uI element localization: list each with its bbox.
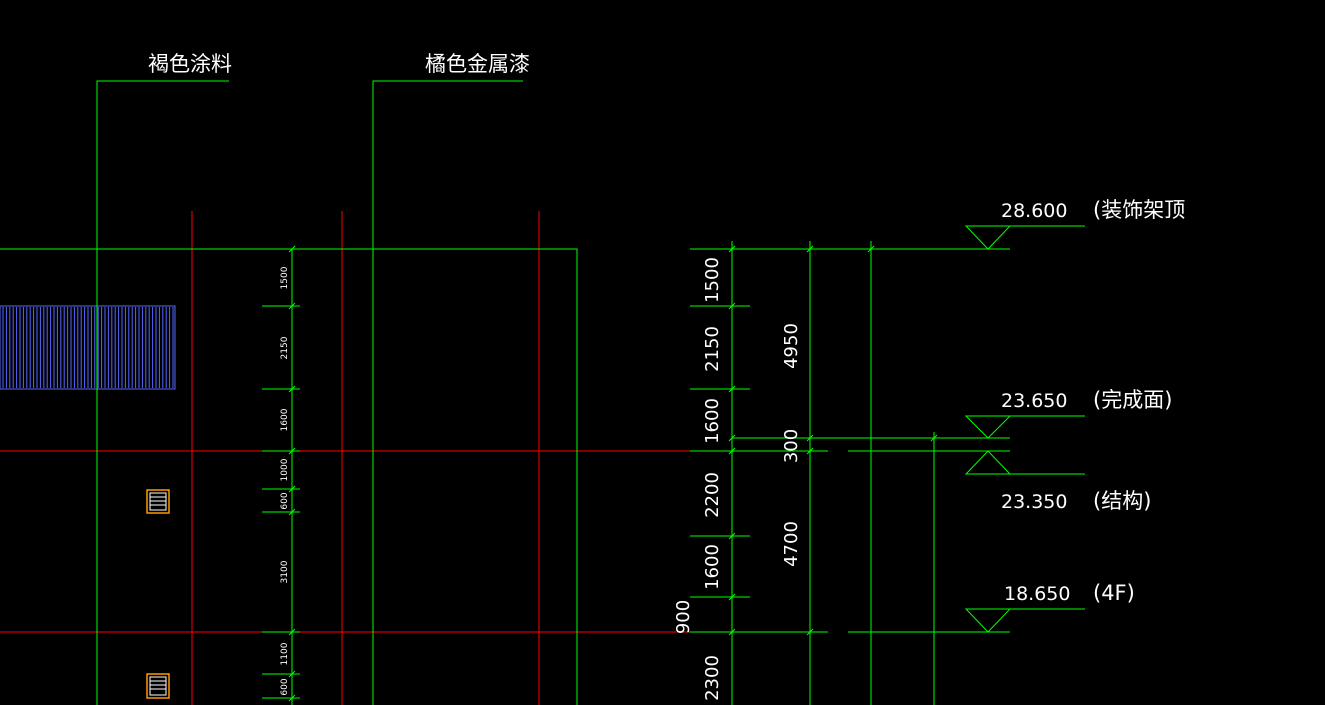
hatch-border — [0, 305, 176, 390]
elevation-marker-4f: 18.650 (4F) — [964, 581, 1135, 633]
total-dim-text: 4700 — [781, 521, 802, 567]
large-dim-text: 2300 — [702, 655, 723, 701]
elevation-marker-finish: 23.650 (完成面) — [964, 388, 1172, 439]
small-dim-text: 600 — [280, 678, 290, 695]
large-dimension-chain: 1500 2150 1600 2200 1600 2300 900 — [673, 241, 1010, 705]
dimension-tick — [728, 447, 736, 455]
leader-brown-paint — [96, 80, 229, 705]
large-dim-text: 2150 — [702, 326, 723, 372]
parapet-outline — [0, 248, 578, 705]
elevation-label: (装饰架顶 — [1093, 198, 1185, 222]
small-dim-text: 2150 — [280, 336, 290, 359]
small-dim-text: 1000 — [280, 458, 290, 481]
small-dim-text: 1600 — [280, 408, 290, 431]
dimension-ticks — [288, 245, 938, 702]
large-dim-text: 1600 — [702, 544, 723, 590]
dimension-tick — [288, 485, 296, 493]
large-dim-text: 2200 — [702, 472, 723, 518]
dimension-tick — [288, 245, 296, 253]
outline-lines — [0, 80, 578, 705]
total-dim-text: 4950 — [781, 323, 802, 369]
elevation-triangle-icon — [964, 450, 1012, 475]
elevation-triangle-icon — [964, 225, 1012, 250]
dimension-tick — [728, 593, 736, 601]
elevation-marker-structure: 23.350 (结构) — [964, 450, 1151, 513]
window-icon — [146, 673, 170, 699]
elevation-label: (完成面) — [1093, 388, 1172, 412]
large-dim-text: 1600 — [702, 398, 723, 444]
small-dim-text: 1500 — [280, 266, 290, 289]
dimension-tick — [806, 245, 814, 253]
dimension-tick — [288, 628, 296, 636]
elevation-marker-top: 28.600 (装饰架顶 — [964, 198, 1185, 250]
dimension-tick — [288, 302, 296, 310]
side-dim-text: 900 — [673, 600, 694, 634]
elevation-triangle-icon — [964, 608, 1012, 633]
small-dimension-chain: 1500 2150 1600 1000 600 3100 1100 600 — [262, 248, 300, 705]
total-dim-text: 300 — [781, 429, 802, 463]
elevation-label: (结构) — [1093, 489, 1151, 513]
dimension-tick — [728, 302, 736, 310]
dimension-tick — [288, 508, 296, 516]
total-dimension-chain: 4950 300 4700 — [781, 241, 935, 705]
window-icon — [146, 489, 170, 514]
dimension-tick — [728, 532, 736, 540]
dimension-tick — [806, 434, 814, 442]
dimension-tick — [288, 447, 296, 455]
elevation-value: 23.650 — [1001, 390, 1067, 412]
large-dim-text: 1500 — [702, 257, 723, 303]
hatched-panel — [0, 305, 176, 390]
dimension-tick — [806, 628, 814, 636]
small-dim-text: 600 — [280, 492, 290, 509]
elevation-triangle-icon — [964, 415, 1012, 439]
dimension-tick — [930, 434, 938, 442]
small-dim-text: 1100 — [280, 642, 290, 665]
dimension-tick — [728, 385, 736, 393]
dimension-tick — [728, 245, 736, 253]
leader-orange-paint — [372, 80, 523, 705]
dimension-tick — [867, 245, 875, 253]
elevation-value: 28.600 — [1001, 200, 1067, 222]
elevation-label: (4F) — [1093, 581, 1135, 605]
dimension-tick — [288, 694, 296, 702]
dimension-tick — [806, 447, 814, 455]
dimension-tick — [728, 628, 736, 636]
elevation-value: 23.350 — [1001, 491, 1067, 513]
dimension-tick — [728, 434, 736, 442]
axis-grid — [0, 211, 732, 705]
annotation-orange-metal-paint: 橘色金属漆 — [425, 52, 530, 76]
dimension-tick — [288, 670, 296, 678]
annotation-brown-paint: 褐色涂料 — [148, 52, 232, 76]
dimension-tick — [288, 385, 296, 393]
elevation-value: 18.650 — [1004, 583, 1070, 605]
hatch-lines — [2, 307, 174, 388]
small-dim-text: 3100 — [280, 560, 290, 583]
